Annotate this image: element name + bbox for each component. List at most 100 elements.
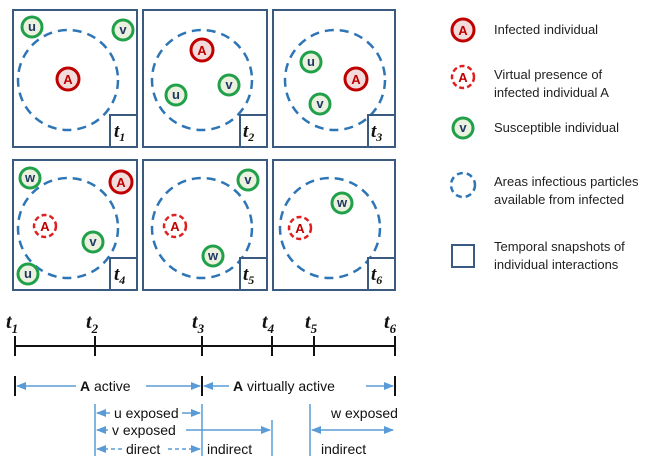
time-label-box — [367, 257, 396, 291]
timeline-label-t2: t2 — [86, 311, 99, 336]
svg-text:A: A — [116, 175, 126, 190]
panel-frame — [272, 159, 396, 291]
snapshot-panel-5: A v w t5 — [142, 159, 268, 291]
time-label: t6 — [371, 264, 382, 287]
svg-text:u: u — [307, 54, 315, 69]
timeline-label-t1: t1 — [6, 311, 18, 336]
time-label-box — [239, 114, 268, 148]
svg-text:A: A — [458, 23, 468, 38]
interval-annotations: A active A virtually active u exposed v … — [14, 376, 398, 457]
panel-frame — [142, 159, 268, 291]
virtual-infected-individual-a: A — [162, 213, 188, 239]
svg-text:v: v — [316, 96, 324, 111]
susceptible-individual-v: v — [81, 230, 105, 254]
susceptible-individual-w: w — [18, 166, 42, 190]
time-label: t5 — [243, 264, 254, 287]
virtual-infected-individual-a: A — [32, 213, 58, 239]
legend-virtual-infected-symbol: A — [450, 64, 476, 90]
svg-text:w: w — [336, 195, 348, 210]
label-u-exposed: u exposed — [114, 405, 179, 421]
susceptible-individual-w: w — [201, 244, 225, 268]
legend: A A v — [449, 17, 477, 268]
svg-text:v: v — [225, 77, 233, 92]
svg-text:v: v — [244, 172, 252, 187]
legend-snapshot-symbol — [451, 244, 475, 268]
virtual-infected-individual-a: A — [287, 215, 313, 241]
timeline-label-t6: t6 — [384, 311, 397, 336]
label-a-active: A active — [80, 378, 131, 394]
infection-area — [150, 28, 254, 132]
legend-label-snapshot-2: individual interactions — [494, 257, 619, 272]
panel-frame — [142, 9, 268, 148]
time-label: t1 — [114, 121, 125, 144]
svg-text:w: w — [207, 248, 219, 263]
snapshot-panel-1: A u v t1 — [12, 9, 138, 148]
susceptible-individual-v: v — [217, 73, 241, 97]
infected-individual-a: A — [189, 37, 215, 63]
infection-area — [16, 176, 120, 280]
legend-label-susceptible: Susceptible individual — [494, 120, 620, 135]
susceptible-individual-v: v — [111, 18, 135, 42]
time-label-box — [109, 114, 138, 148]
legend-label-infected: Infected individual — [494, 22, 599, 37]
time-label-box — [367, 114, 396, 148]
time-label: t2 — [243, 121, 254, 144]
time-label-box — [109, 257, 138, 291]
label-v-exposed: v exposed — [112, 422, 176, 438]
label-a-virtually-active: A virtually active — [233, 378, 335, 394]
label-indirect-w: indirect — [321, 441, 366, 457]
susceptible-individual-v: v — [236, 168, 260, 192]
susceptible-individual-u: u — [299, 50, 323, 74]
susceptible-individual-v: v — [308, 92, 332, 116]
infection-area — [150, 176, 254, 280]
susceptible-individual-u: u — [20, 15, 44, 39]
snapshot-panel-4: A A w v u t4 — [12, 159, 138, 291]
infection-area — [283, 28, 387, 132]
svg-text:A: A — [351, 72, 361, 87]
svg-text:A: A — [197, 43, 207, 58]
svg-text:u: u — [24, 266, 32, 281]
svg-text:A: A — [63, 72, 73, 87]
susceptible-individual-w: w — [330, 191, 354, 215]
time-label: t4 — [114, 264, 125, 287]
svg-text:v: v — [89, 234, 97, 249]
svg-text:A: A — [458, 70, 468, 85]
legend-infected-symbol: A — [450, 17, 476, 43]
infection-area — [278, 176, 382, 280]
panel-frame — [12, 9, 138, 148]
svg-text:A: A — [295, 221, 305, 236]
legend-label-virtual-1: Virtual presence of — [494, 67, 603, 82]
snapshot-panel-6: A w t6 — [272, 159, 396, 291]
timeline-label-t5: t5 — [305, 311, 318, 336]
svg-text:v: v — [459, 120, 467, 135]
svg-text:w: w — [24, 170, 36, 185]
panel-frame — [272, 9, 396, 148]
susceptible-individual-u: u — [16, 262, 40, 286]
svg-text:u: u — [172, 87, 180, 102]
timeline-label-t4: t4 — [262, 311, 275, 336]
legend-label-virtual-2: infected individual A — [494, 85, 609, 100]
svg-text:u: u — [28, 19, 36, 34]
time-label-box — [239, 257, 268, 291]
label-direct: direct — [126, 441, 160, 457]
snapshot-panel-3: A u v t3 — [272, 9, 396, 148]
svg-text:v: v — [119, 22, 127, 37]
legend-label-area-1: Areas infectious particles — [494, 174, 639, 189]
infected-individual-a: A — [55, 66, 81, 92]
infected-individual-a: A — [343, 66, 369, 92]
infected-individual-a: A — [108, 169, 134, 195]
susceptible-individual-u: u — [164, 83, 188, 107]
label-indirect-v: indirect — [207, 441, 252, 457]
legend-area-symbol — [449, 171, 477, 199]
legend-susceptible-symbol: v — [451, 116, 475, 140]
svg-text:A: A — [40, 219, 50, 234]
snapshot-panel-2: A u v t2 — [142, 9, 268, 148]
infection-area — [16, 28, 120, 132]
label-w-exposed: w exposed — [330, 405, 398, 421]
timeline-label-t3: t3 — [192, 311, 205, 336]
legend-label-snapshot-1: Temporal snapshots of — [494, 239, 625, 254]
timeline: t1 t2 t3 t4 t5 t6 — [6, 311, 397, 356]
svg-text:A: A — [170, 219, 180, 234]
panel-frame — [12, 159, 138, 291]
